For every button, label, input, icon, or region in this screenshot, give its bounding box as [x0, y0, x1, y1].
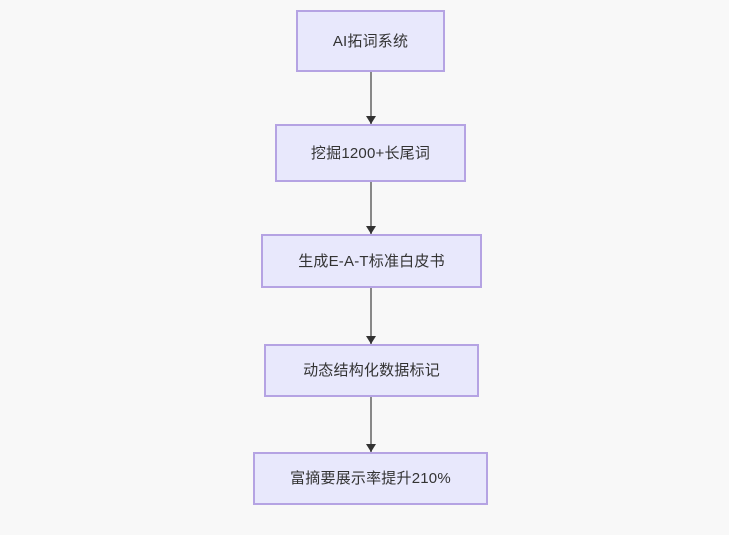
connector-line — [370, 288, 372, 344]
arrowhead-icon — [366, 444, 376, 452]
flow-node-label: AI拓词系统 — [332, 32, 409, 50]
flow-node-ai-keyword-system[interactable]: AI拓词系统 — [296, 10, 445, 72]
flow-node-label: 动态结构化数据标记 — [303, 362, 440, 379]
connector-line — [370, 72, 372, 124]
connector-line — [370, 397, 372, 452]
connector-line — [370, 182, 372, 234]
flow-node-rich-snippet-impression-lift[interactable]: 富摘要展示率提升210% — [253, 452, 488, 505]
flow-node-label: 挖掘1200+长尾词 — [310, 144, 431, 162]
flow-node-mine-longtail-keywords[interactable]: 挖掘1200+长尾词 — [275, 124, 466, 182]
flow-node-generate-eat-whitepaper[interactable]: 生成E-A-T标准白皮书 — [261, 234, 482, 288]
arrowhead-icon — [366, 226, 376, 234]
arrowhead-icon — [366, 116, 376, 124]
flow-node-label: 生成E-A-T标准白皮书 — [298, 252, 445, 270]
flow-node-dynamic-structured-data-markup[interactable]: 动态结构化数据标记 — [264, 344, 479, 397]
arrowhead-icon — [366, 336, 376, 344]
flow-node-label: 富摘要展示率提升210% — [290, 470, 451, 487]
